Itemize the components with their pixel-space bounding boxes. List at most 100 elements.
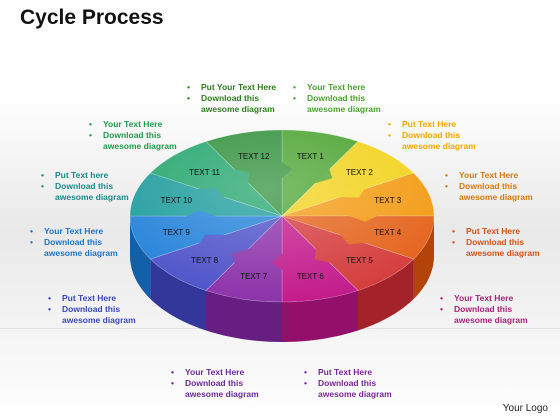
textbox-text: Put Text Here	[318, 367, 373, 377]
textbox-line: awesome diagram	[290, 104, 400, 115]
textbox-text: awesome diagram	[62, 315, 136, 325]
textbox-text: awesome diagram	[201, 104, 275, 114]
bullet-icon: •	[304, 378, 307, 388]
textbox-line: •Put Text Here	[385, 119, 495, 130]
textbox-text: Download this	[201, 93, 260, 103]
textbox-text: awesome diagram	[103, 141, 177, 151]
textbox-text: awesome diagram	[454, 315, 528, 325]
bullet-icon: •	[30, 237, 33, 247]
textbox-text: awesome diagram	[318, 389, 392, 399]
textbox-text: Download this	[44, 237, 103, 247]
pie-segment-labels: TEXT 1 TEXT 2 TEXT 3 TEXT 4 TEXT 5 TEXT 6 TEXT…	[161, 152, 402, 281]
pie-gloss	[130, 130, 434, 302]
bullet-icon: •	[440, 304, 443, 314]
textbox-line: • Download this	[437, 304, 547, 315]
textbox-text: awesome diagram	[402, 141, 476, 151]
bullet-icon: •	[30, 226, 33, 236]
bullet-icon: •	[187, 93, 190, 103]
pie-segment-label-9: TEXT 9	[163, 228, 191, 237]
pie-segment-label-2: TEXT 2	[346, 168, 374, 177]
pie-side-7	[206, 290, 282, 342]
textbox-line: • Download this	[86, 130, 196, 141]
textbox-text: awesome diagram	[44, 248, 118, 258]
textbox-text: Your Text Here	[44, 226, 104, 236]
textbox-line: •Download this	[442, 181, 552, 192]
bullet-icon: •	[89, 130, 92, 140]
bullet-icon: •	[445, 170, 448, 180]
textbox-line: •Download this	[301, 378, 411, 389]
pie-side-4	[413, 216, 434, 299]
pie-segment-label-3: TEXT 3	[374, 196, 402, 205]
textbox-line: •Your Text Here	[437, 293, 547, 304]
textbox-text: Your Text Here	[103, 119, 163, 129]
textbox-line: • Download this	[184, 93, 294, 104]
bullet-icon: •	[452, 237, 455, 247]
bullet-icon: •	[187, 82, 190, 92]
textbox-line: awesome diagram	[442, 192, 552, 203]
textbox-line: awesome diagram	[86, 141, 196, 152]
textbox-line: • Download this	[385, 130, 495, 141]
pie-segment-label-8: TEXT 8	[191, 256, 219, 265]
bullet-icon: •	[452, 226, 455, 236]
pie-side-walls	[130, 216, 434, 342]
bullet-icon: •	[48, 304, 51, 314]
bullet-icon: •	[388, 130, 391, 140]
textbox-text: Download this	[402, 130, 461, 140]
textbox-line: awesome diagram	[449, 248, 559, 259]
pie-side-9	[130, 216, 151, 299]
textbox-line: •Put Text Here	[449, 226, 559, 237]
textbox-line: •Put Text Here	[45, 293, 155, 304]
textbox-line: •Put Text Here	[301, 367, 411, 378]
pie-segment-label-4: TEXT 4	[374, 228, 402, 237]
textbox-line: • Download this	[449, 237, 559, 248]
pie-segment-label-11: TEXT 11	[189, 168, 220, 177]
bullet-icon: •	[41, 170, 44, 180]
textbox-line: awesome diagram	[45, 315, 155, 326]
textbox-line: awesome diagram	[168, 389, 278, 400]
textbox-text: Put Your Text Here	[201, 82, 277, 92]
textbox-line: • Download this	[45, 304, 155, 315]
textbox-text: Your Text here	[307, 82, 366, 92]
textbox-line: awesome diagram	[184, 104, 294, 115]
textbox-text: Download this	[103, 130, 162, 140]
pie-side-5	[358, 259, 414, 331]
textbox-line: •Your Text Here	[86, 119, 196, 130]
textbox-line: awesome diagram	[385, 141, 495, 152]
textbox-text: awesome diagram	[55, 192, 129, 202]
pie-segment-label-5: TEXT 5	[346, 256, 374, 265]
textbox-text: Download this	[55, 181, 114, 191]
textbox-line: •Put Text here	[38, 170, 148, 181]
page-title: Cycle Process	[20, 6, 164, 29]
textbox-line: awesome diagram	[38, 192, 148, 203]
textbox-text: awesome diagram	[466, 248, 540, 258]
pie-segment-label-1: TEXT 1	[297, 152, 325, 161]
textbox-text: Download this	[185, 378, 244, 388]
textbox-text: Download this	[466, 237, 525, 247]
textbox-text: awesome diagram	[307, 104, 381, 114]
textbox-text: Your Text Here	[454, 293, 514, 303]
textbox-text: Download this	[454, 304, 513, 314]
pie-segment-label-6: TEXT 6	[297, 272, 325, 281]
bullet-icon: •	[293, 93, 296, 103]
textbox-text: Your Text Here	[185, 367, 245, 377]
textbox-line: awesome diagram	[301, 389, 411, 400]
bullet-icon: •	[171, 367, 174, 377]
textbox-text: Download this	[62, 304, 121, 314]
pie-side-6	[282, 290, 358, 342]
textbox-text: Your Text Here	[459, 170, 519, 180]
textbox-line: •Your Text here	[290, 82, 400, 93]
textbox-line: •Download this	[168, 378, 278, 389]
textbox-text: Download this	[307, 93, 366, 103]
